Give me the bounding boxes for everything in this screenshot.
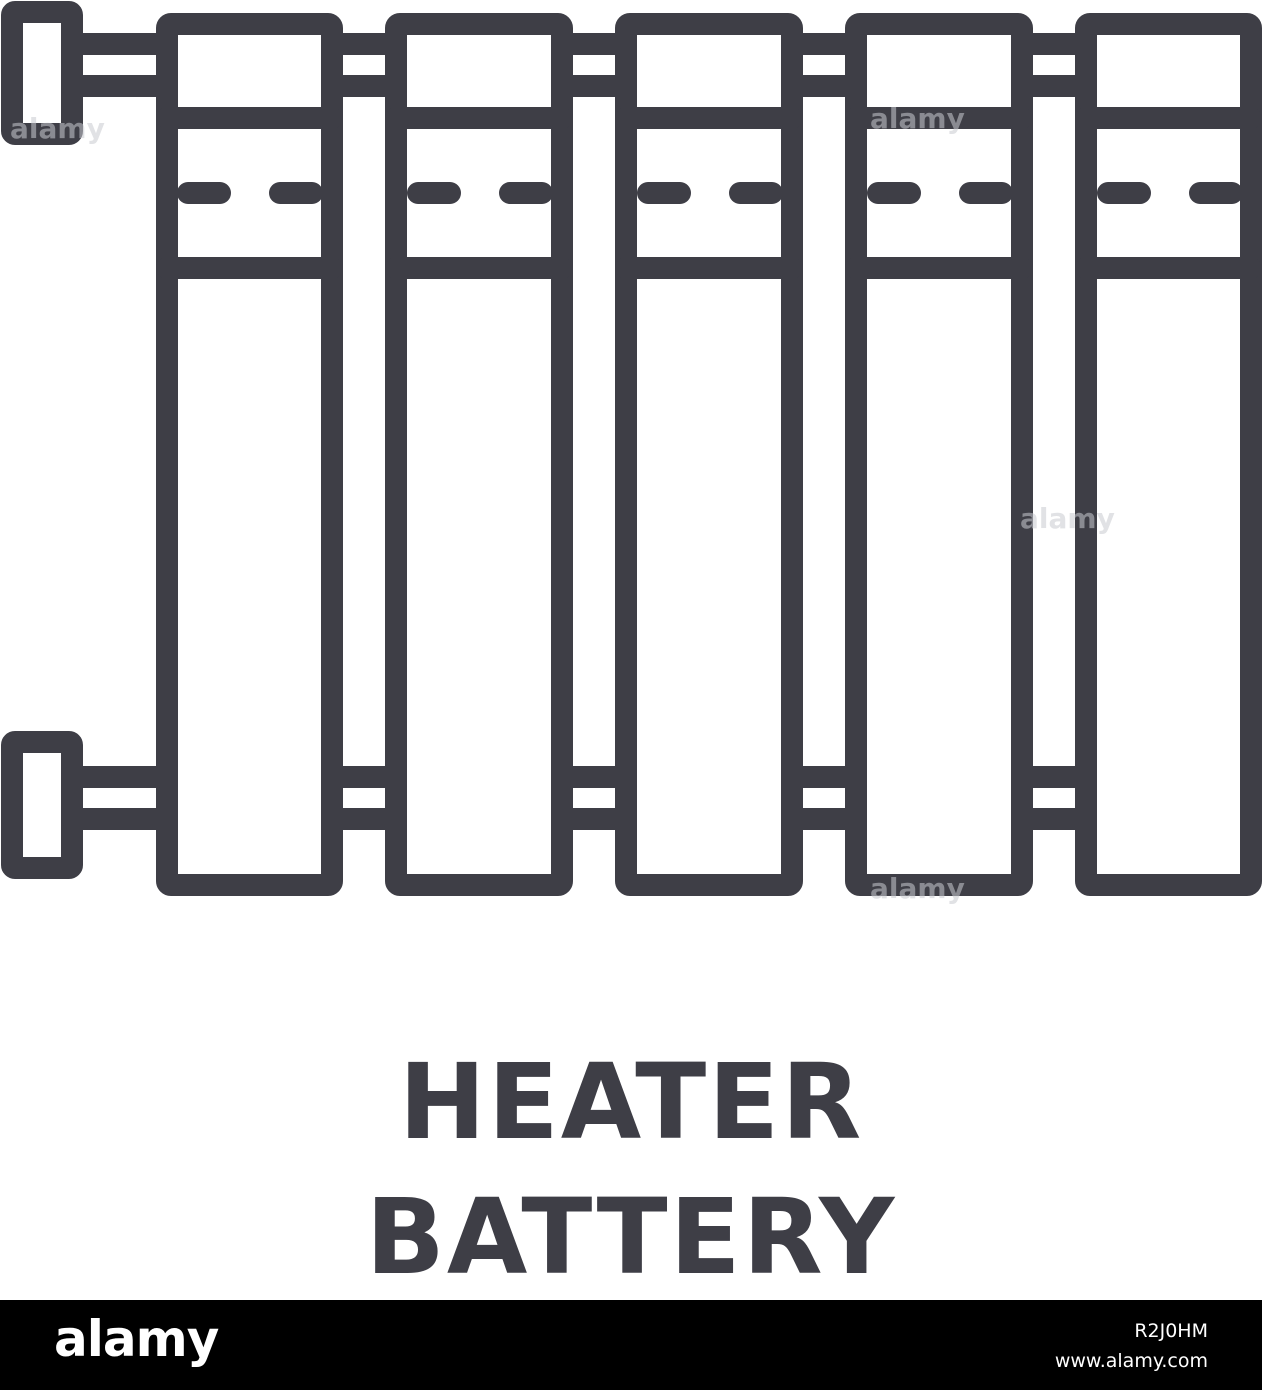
radiator-section-3: [615, 13, 803, 896]
top-pipe: [61, 33, 178, 97]
bottom-pipe: [61, 766, 178, 830]
watermark-text: alamy: [10, 112, 105, 145]
radiator-section-5: [1075, 13, 1262, 896]
brand-logo: alamy: [54, 1310, 219, 1368]
radiator-section-4: [845, 13, 1033, 896]
watermark-text: alamy: [870, 872, 965, 905]
caption-heater: HEATER: [398, 1041, 864, 1163]
watermark-pattern: alamy alamy alamy alamy: [10, 102, 1115, 905]
radiator-section-2: [385, 13, 573, 896]
radiator-section-1: [156, 13, 343, 896]
caption-battery: BATTERY: [365, 1176, 897, 1298]
site-url[interactable]: www.alamy.com: [1054, 1350, 1208, 1372]
watermark-text: alamy: [870, 102, 965, 135]
image-id: R2J0HM: [1134, 1320, 1208, 1342]
stock-footer-bar: alamy R2J0HM www.alamy.com: [0, 1300, 1262, 1390]
radiator-icon: alamy alamy alamy alamy: [1, 1, 1262, 905]
watermark-text: alamy: [1020, 502, 1115, 535]
